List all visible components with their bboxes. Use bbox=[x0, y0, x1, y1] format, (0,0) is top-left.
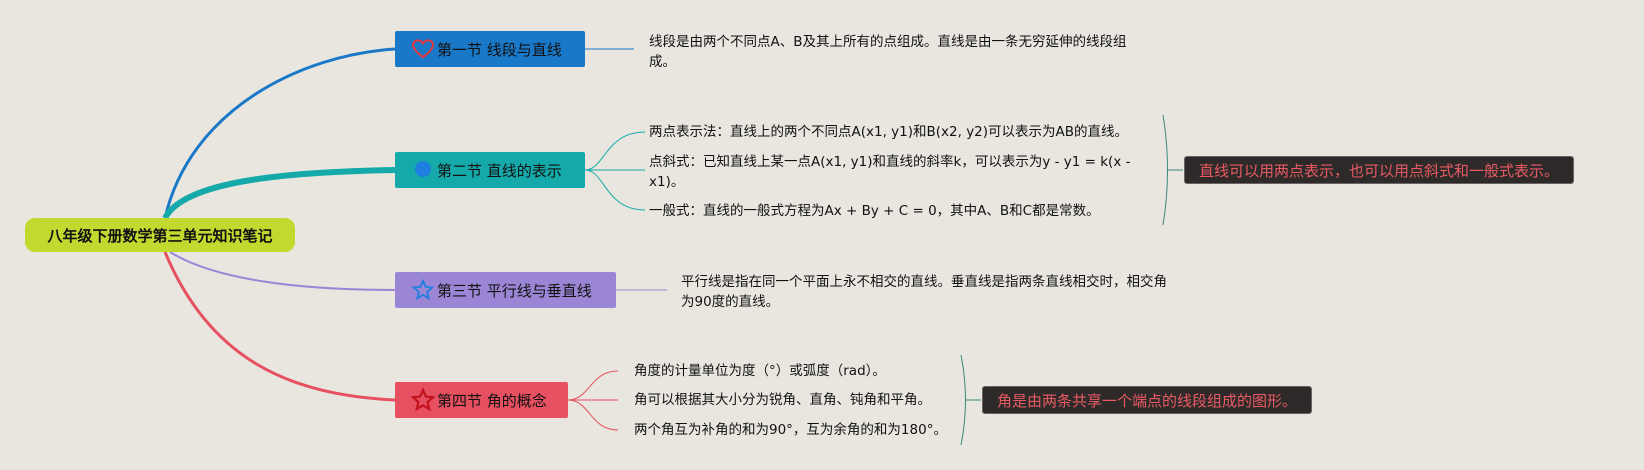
summary-4[interactable]: 角是由两条共享一个端点的线段组成的图形。 bbox=[982, 386, 1313, 414]
note-3-1: 平行线是指在同一个平面上永不相交的直线。垂直线是指两条直线相交时，相交角为90度… bbox=[681, 274, 1167, 310]
note-4-3: 两个角互为补角的和为90°，互为余角的和为180°。 bbox=[634, 422, 947, 438]
section-node-2[interactable]: 第二节 直线的表示 bbox=[395, 152, 585, 188]
branch-line-1 bbox=[163, 47, 396, 219]
section-label-3: 第三节 平行线与垂直线 bbox=[437, 281, 592, 300]
note-2-1: 两点表示法：直线上的两个不同点A(x1, y1)和B(x2, y2)可以表示为A… bbox=[649, 124, 1129, 140]
note-4-1: 角度的计量单位为度（°）或弧度（rad）。 bbox=[634, 363, 886, 379]
note-connector-2a bbox=[584, 131, 646, 171]
root-node[interactable]: 八年级下册数学第三单元知识笔记 bbox=[25, 218, 295, 252]
root-label: 八年级下册数学第三单元知识笔记 bbox=[47, 226, 273, 245]
note-connector-4a bbox=[567, 370, 619, 401]
note-2-3: 一般式：直线的一般式方程为Ax + By + C = 0，其中A、B和C都是常数… bbox=[649, 203, 1100, 219]
note-2-2: 点斜式：已知直线上某一点A(x1, y1)和直线的斜率k，可以表示为y - y1… bbox=[649, 154, 1131, 190]
branch-line-3 bbox=[169, 251, 396, 291]
star-icon bbox=[411, 388, 435, 412]
heart-icon bbox=[411, 37, 435, 61]
section-node-3[interactable]: 第三节 平行线与垂直线 bbox=[395, 272, 616, 308]
section-node-1[interactable]: 第一节 线段与直线 bbox=[395, 31, 585, 67]
note-4-2: 角可以根据其大小分为锐角、直角、钝角和平角。 bbox=[634, 392, 931, 408]
section-label-4: 第四节 角的概念 bbox=[437, 391, 547, 410]
note-connector-4c bbox=[567, 399, 619, 431]
summary-brace-4 bbox=[960, 354, 966, 446]
section-node-4[interactable]: 第四节 角的概念 bbox=[395, 382, 568, 418]
section-label-1: 第一节 线段与直线 bbox=[437, 40, 562, 59]
star-icon bbox=[411, 278, 435, 302]
summary-2[interactable]: 直线可以用两点表示，也可以用点斜式和一般式表示。 bbox=[1184, 156, 1575, 184]
circle-icon bbox=[411, 158, 435, 182]
section-label-2: 第二节 直线的表示 bbox=[437, 161, 562, 180]
branch-line-4 bbox=[163, 251, 396, 402]
summary-brace-2 bbox=[1162, 114, 1168, 226]
note-1-1: 线段是由两个不同点A、B及其上所有的点组成。直线是由一条无穷延伸的线段组成。 bbox=[649, 34, 1127, 70]
branch-line-2 bbox=[162, 167, 396, 220]
note-connector-2c bbox=[584, 169, 646, 211]
